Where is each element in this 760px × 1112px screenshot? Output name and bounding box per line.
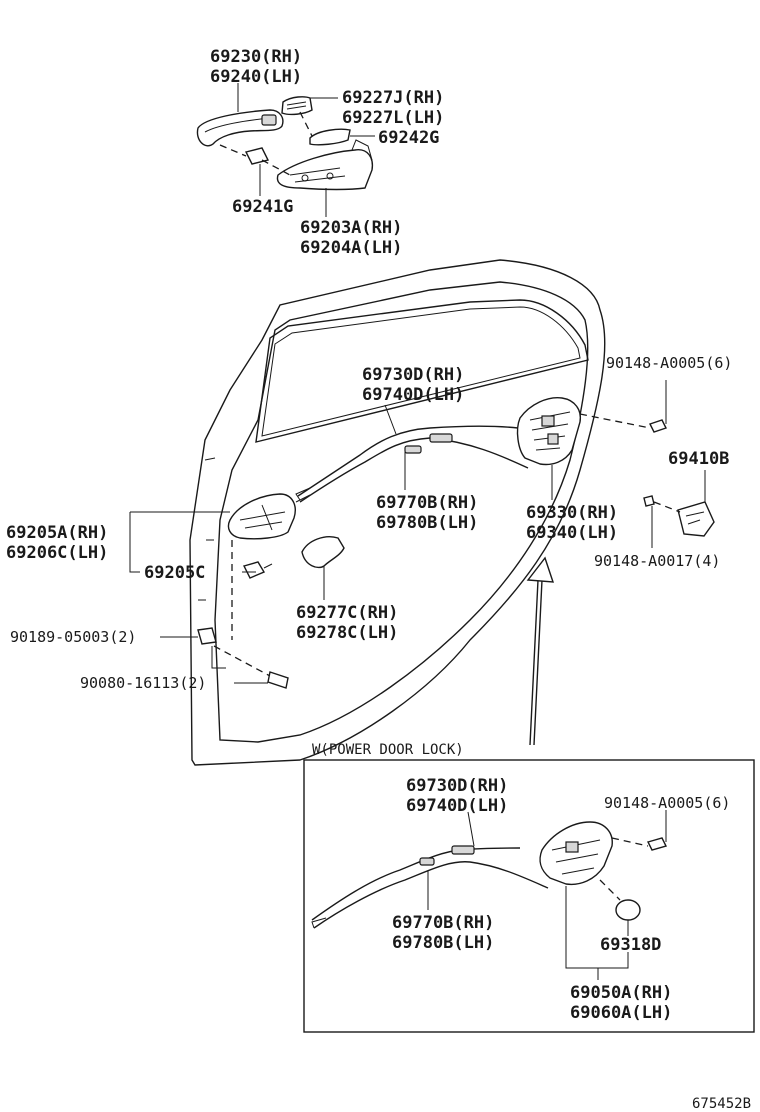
outside-handle-assembly [196,83,375,217]
power-door-lock-inset [303,759,755,1033]
handle-pad [281,96,313,116]
door-cables [295,404,529,503]
inner-handle-clip [242,561,266,579]
label-cable-b-lh: 69780B(LH) [376,513,478,533]
label-inset-cable-a-rh: 69730D(RH) [406,776,508,796]
door-panel [189,259,606,766]
install-arrow [526,556,554,746]
label-inner-handle-clip: 69205C [144,563,205,583]
door-lock [516,397,582,466]
label-striker: 69410B [668,449,729,469]
label-cable-a-rh: 69730D(RH) [362,365,464,385]
lock-cover [615,899,641,921]
label-handle-frame-lh: 69204A(LH) [300,238,402,258]
door-striker [643,470,715,548]
inset-title: W(POWER DOOR LOCK) [312,742,464,758]
label-handle-pad-rh: 69227J(RH) [342,88,444,108]
label-inset-cable-b-rh: 69770B(RH) [392,913,494,933]
label-outer-handle-lh: 69240(LH) [210,67,302,87]
label-inset-cable-a-lh: 69740D(LH) [406,796,508,816]
retaining-clip [197,627,217,645]
label-cable-a-lh: 69740D(LH) [362,385,464,405]
label-inset-cover: 69318D [600,935,661,955]
mounting-bolt [267,671,289,689]
clip-and-bolt [160,627,289,689]
power-lock-actuator [539,821,613,886]
handle-bezel [301,536,345,569]
label-inner-handle-lh: 69206C(LH) [6,543,108,563]
label-inset-lock-lh: 69060A(LH) [570,1003,672,1023]
label-pad-69242g: 69242G [378,128,439,148]
inside-handle-assembly [129,493,345,640]
label-mounting-bolt: 90080-16113(2) [80,674,206,692]
label-bezel-rh: 69277C(RH) [296,603,398,623]
label-pad-69241g: 69241G [232,197,293,217]
pad-69242g [309,128,351,146]
label-lock-assy-lh: 69340(LH) [526,523,618,543]
label-cable-b-rh: 69770B(RH) [376,493,478,513]
label-retaining-clip: 90189-05003(2) [10,628,136,646]
label-striker-screw: 90148-A0017(4) [594,552,720,570]
label-inner-handle-rh: 69205A(RH) [6,523,108,543]
part-labels: 69230(RH) 69240(LH) 69227J(RH) 69227L(LH… [6,47,751,1112]
label-bezel-lh: 69278C(LH) [296,623,398,643]
label-handle-frame-rh: 69203A(RH) [300,218,402,238]
label-lock-assy-rh: 69330(RH) [526,503,618,523]
door-lock-assembly [516,380,667,500]
label-inset-screw: 90148-A0005(6) [604,794,730,812]
striker-screw [643,495,655,507]
label-inset-lock-rh: 69050A(RH) [570,983,672,1003]
label-outer-handle-rh: 69230(RH) [210,47,302,67]
label-handle-pad-lh: 69227L(LH) [342,108,444,128]
label-inset-cable-b-lh: 69780B(LH) [392,933,494,953]
lock-screw [649,419,667,433]
figure-id: 675452B [692,1096,751,1112]
label-lock-screw: 90148-A0005(6) [606,354,732,372]
striker-plate [677,501,715,537]
